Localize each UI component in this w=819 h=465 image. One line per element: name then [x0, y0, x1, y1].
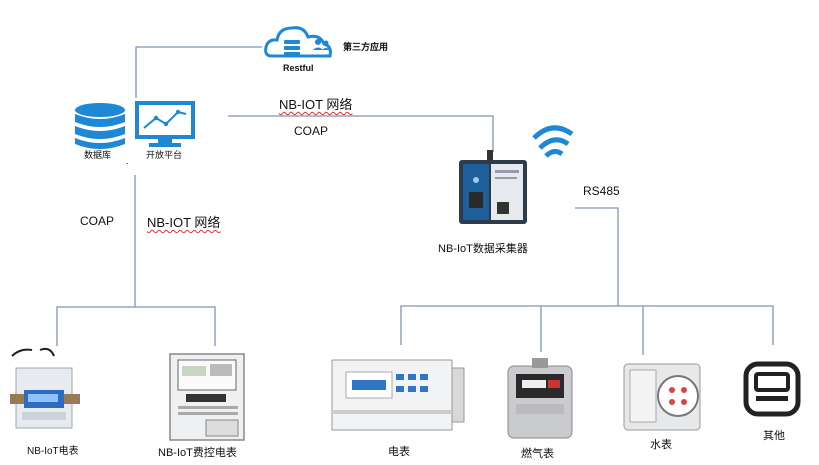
collector-link-line: [228, 115, 494, 152]
restful-label: Restful: [283, 63, 314, 73]
right-device-3-label: 水表: [650, 439, 672, 451]
top-network-text: NB-IOT 网络: [279, 97, 353, 112]
nb-iot-meter-device: [10, 347, 80, 429]
left-network-label: NB-IOT 网络: [147, 212, 220, 231]
nb-iot-prepaid-meter-device: [169, 353, 245, 441]
left-network-text: NB-IOT 网络: [147, 215, 221, 230]
left-device-2-label: NB-IoT费控电表: [158, 447, 237, 459]
right-device-4-label: 其他: [763, 430, 785, 442]
gas-meter-device: [507, 358, 573, 439]
cloud-icon: [264, 26, 332, 58]
water-meter-device: [623, 363, 701, 431]
cloud-link-line: [135, 46, 262, 98]
platform-dot: .: [126, 156, 129, 166]
monitor-chart-icon: [135, 101, 195, 147]
database-label: 数据库: [84, 150, 112, 160]
left-branch-line: [56, 306, 216, 346]
cloud-service: [264, 20, 344, 60]
data-collector-device: [459, 150, 527, 224]
right-branch-line: [400, 305, 774, 345]
right-device-1-label: 电表: [388, 446, 410, 458]
other-device-icon: [743, 361, 801, 417]
database-icon: [75, 103, 125, 149]
right-device-2-label: 燃气表: [521, 448, 554, 460]
collector-label: NB-IoT数据采集器: [438, 243, 528, 255]
third-party-label: 第三方应用: [343, 42, 389, 52]
rs485-label: RS485: [583, 184, 620, 198]
wifi-icon: [532, 125, 574, 158]
left-device-1-label: NB-IoT电表: [27, 446, 79, 457]
rs485-line: [575, 207, 619, 306]
open-platform-label: 开放平台: [146, 150, 183, 160]
left-protocol-label: COAP: [80, 214, 115, 228]
top-network-label: NB-IOT 网络: [279, 94, 352, 113]
electric-meter-device: [331, 359, 465, 431]
top-protocol-label: COAP: [294, 124, 329, 138]
